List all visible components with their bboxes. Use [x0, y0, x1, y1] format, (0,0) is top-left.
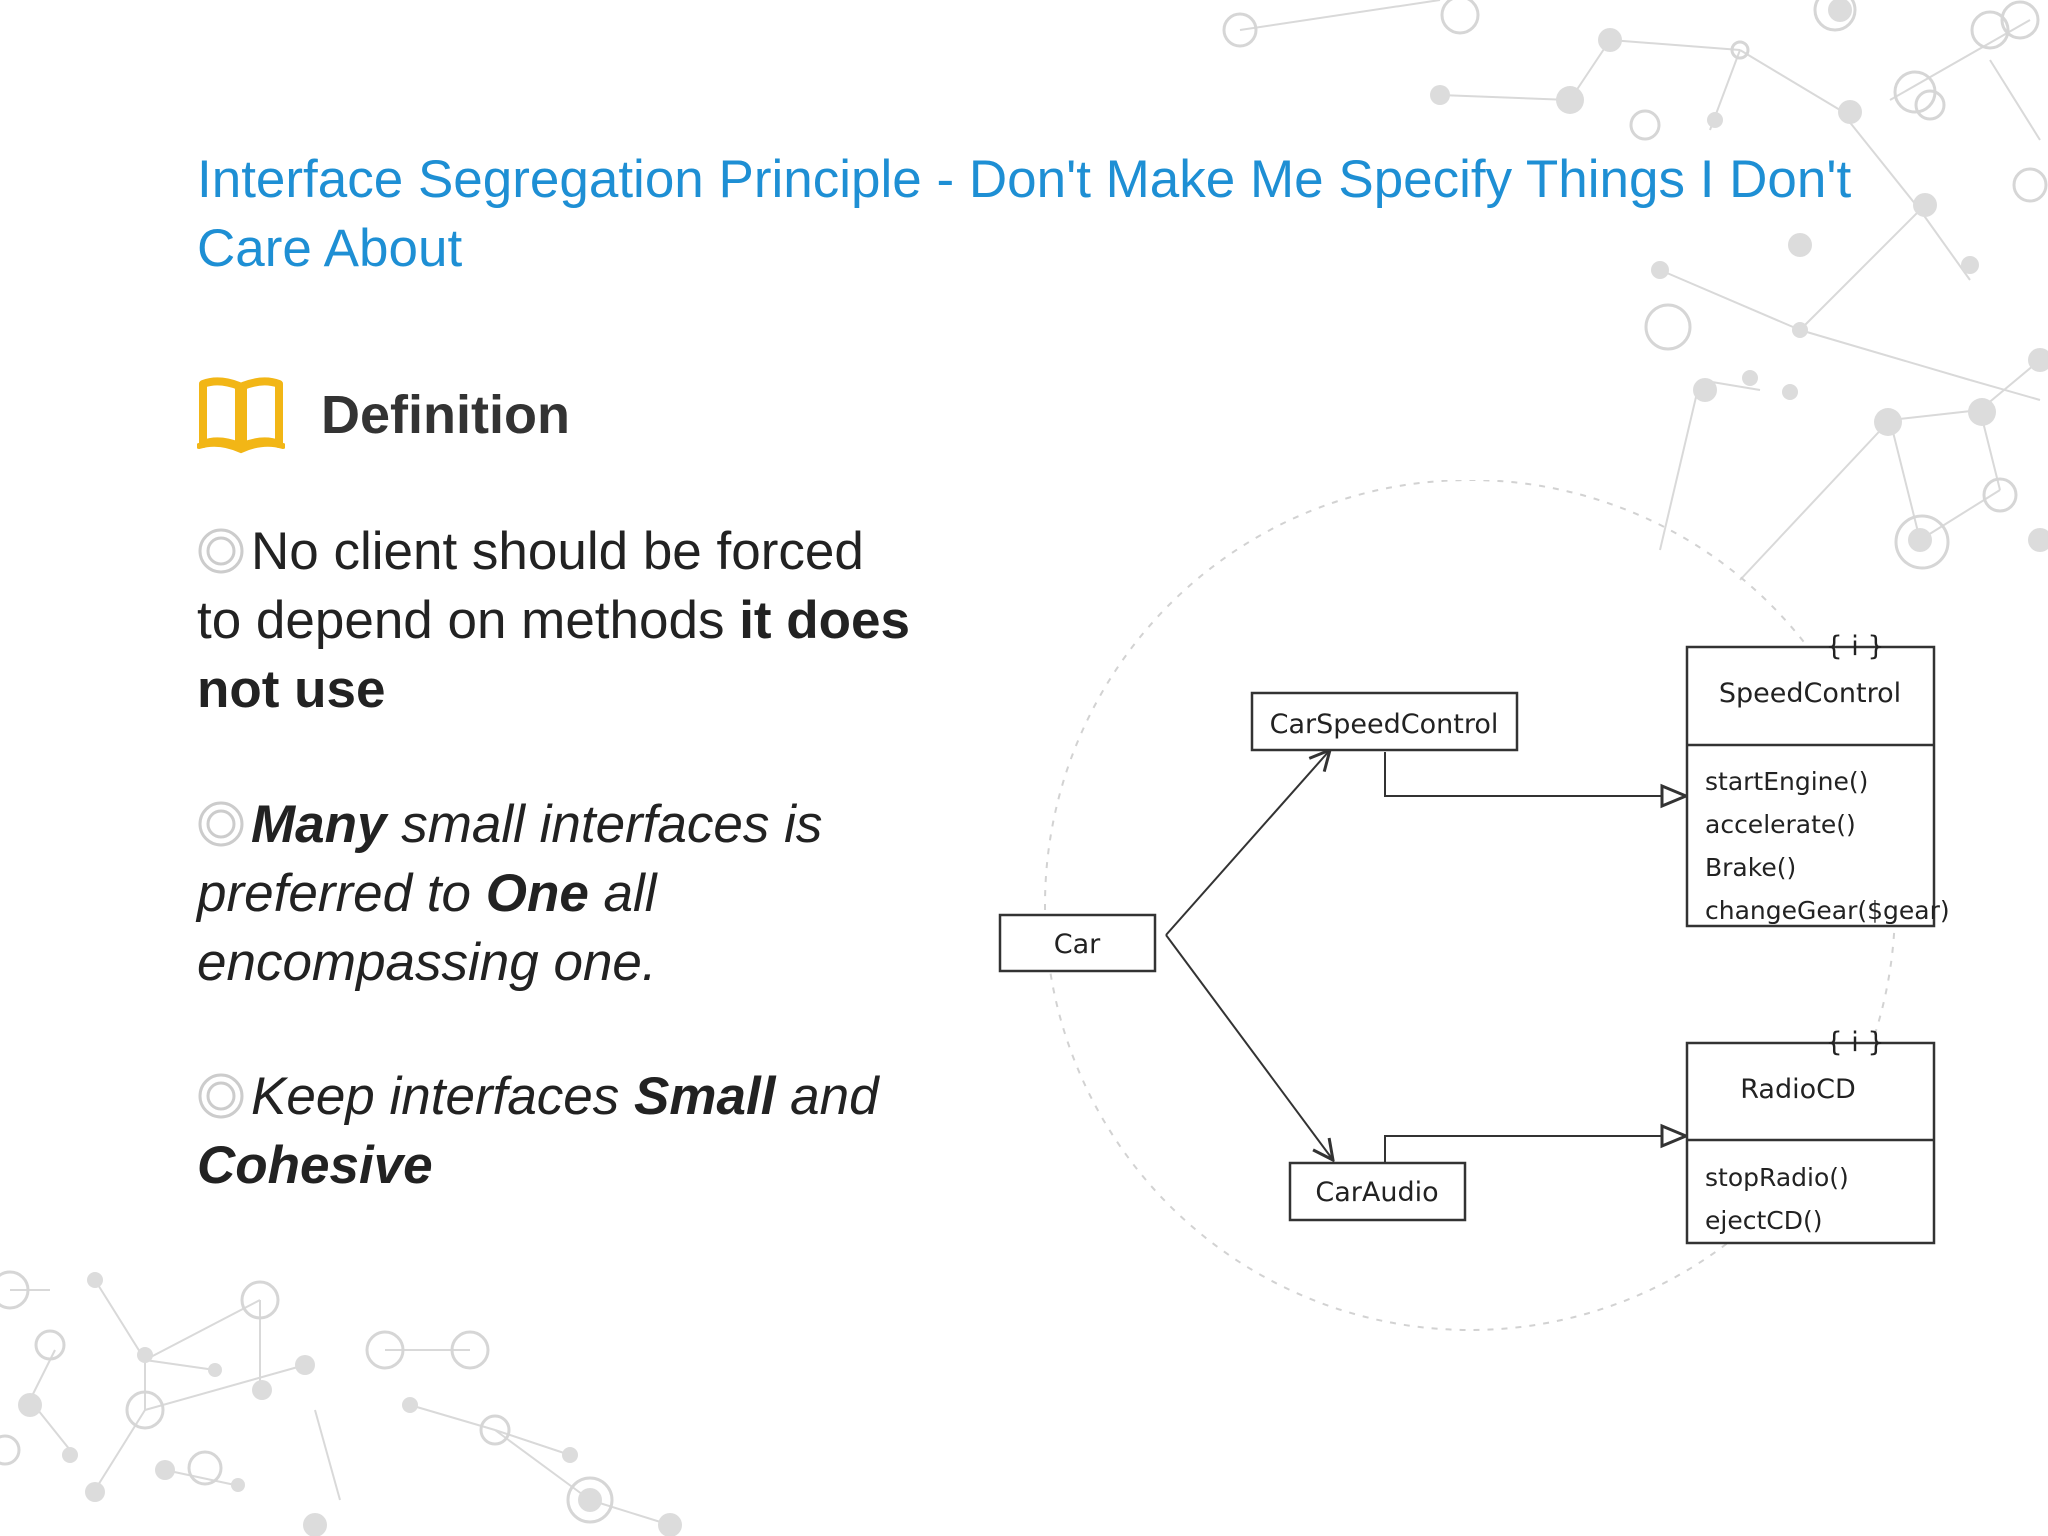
slide-title: Interface Segregation Principle - Don't … — [197, 150, 1852, 278]
bullet-keep-small-cohesive: Keep interfaces Small and Cohesive — [197, 1062, 917, 1200]
car-to-carspeedcontrol-arrow — [1165, 750, 1330, 936]
bullet-no-client-forced: No client should be forced to depend on … — [197, 517, 917, 724]
bullet-2-text-a: small interfaces is preferred to — [197, 795, 823, 923]
bullet-3-text-b: and — [775, 1067, 879, 1126]
bullet-1-text: No client should be forced to depend on … — [197, 522, 864, 650]
bullet-1-emphasis: it does not use — [197, 591, 911, 719]
car-class: Car — [998, 913, 1157, 973]
definition-label: Definition — [321, 385, 570, 445]
speedcontrol-stereotype: { i } — [1825, 631, 1884, 662]
bullet-many-small-interfaces: Many small interfaces is preferred to On… — [197, 790, 917, 997]
caraudio-implements-radiocd — [1384, 1136, 1686, 1162]
car-class-name: Car — [1054, 929, 1101, 960]
carspeedcontrol-class: CarSpeedControl — [1250, 691, 1519, 752]
speedcontrol-name: SpeedControl — [1719, 678, 1901, 709]
speedcontrol-method: startEngine() — [1705, 767, 1868, 796]
carspeedcontrol-implements-speedcontrol — [1384, 752, 1686, 796]
bullet-2-many: Many — [251, 795, 387, 854]
radiocd-interface: { i } RadioCD stopRadio() ejectCD() — [1685, 1027, 1936, 1245]
bullet-circle-icon — [197, 800, 245, 848]
bullet-2-one: One — [485, 864, 589, 923]
car-to-caraudio-arrow — [1165, 934, 1333, 1160]
radiocd-stereotype: { i } — [1825, 1027, 1884, 1058]
bullet-3-text-a: Keep interfaces — [251, 1067, 635, 1126]
definition-header: Definition — [197, 375, 570, 455]
speedcontrol-interface: { i } SpeedControl startEngine() acceler… — [1685, 631, 1950, 928]
radiocd-method: ejectCD() — [1705, 1206, 1822, 1235]
speedcontrol-method: Brake() — [1705, 853, 1796, 882]
caraudio-class-name: CarAudio — [1315, 1177, 1438, 1208]
book-icon — [197, 377, 285, 454]
caraudio-class: CarAudio — [1288, 1161, 1467, 1222]
radiocd-method: stopRadio() — [1705, 1163, 1849, 1192]
uml-diagram: Car CarSpeedControl CarAudio { i } Speed… — [998, 480, 1950, 1331]
bullet-circle-icon — [197, 527, 245, 575]
carspeedcontrol-class-name: CarSpeedControl — [1270, 709, 1499, 740]
bullet-2-text-b: all encompassing one. — [197, 864, 657, 992]
radiocd-name: RadioCD — [1740, 1074, 1856, 1105]
speedcontrol-method: accelerate() — [1705, 810, 1856, 839]
speedcontrol-method: changeGear($gear) — [1705, 896, 1950, 925]
bullet-circle-icon — [197, 1072, 245, 1120]
bullet-3-small: Small — [634, 1067, 776, 1126]
bullet-3-cohesive: Cohesive — [197, 1136, 433, 1195]
